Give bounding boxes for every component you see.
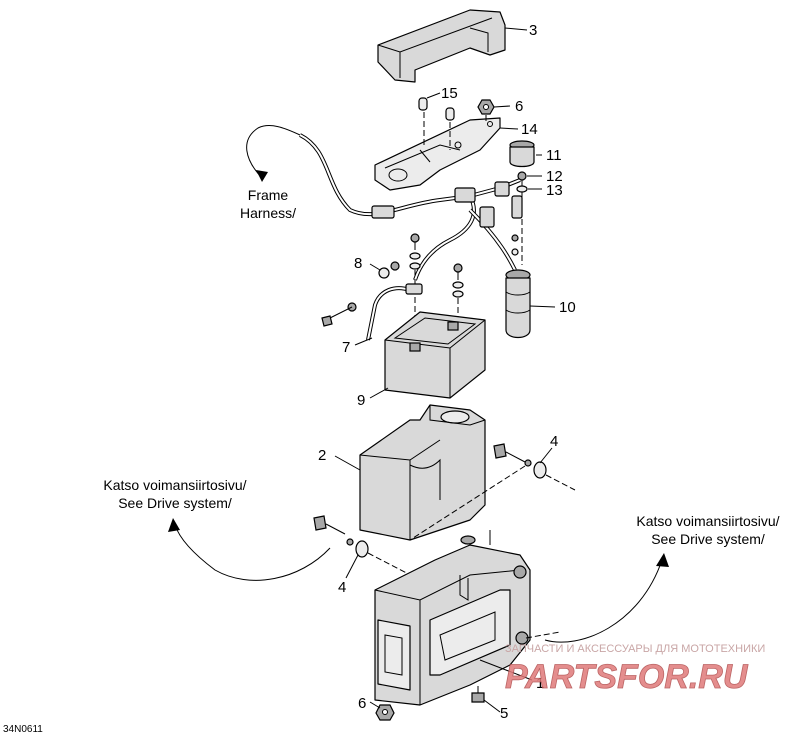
callout-15: 15 <box>441 85 458 102</box>
notes: Frame Harness/ Katso voimansiirtosivu/ S… <box>103 187 779 547</box>
wiring-harness <box>299 133 523 281</box>
callout-5: 5 <box>500 705 508 722</box>
nut-top <box>477 99 495 115</box>
battery <box>384 311 486 399</box>
terminal-bolts <box>409 233 464 330</box>
bolt-washer-right <box>409 443 576 541</box>
callout-14: 14 <box>521 121 538 138</box>
note-drive-left-2: See Drive system/ <box>118 495 232 511</box>
callout-6-top: 6 <box>515 98 523 115</box>
bracket-plate <box>374 117 501 191</box>
reference-code: 34N0611 <box>3 724 43 735</box>
nut-bottom <box>375 704 395 721</box>
note-drive-right-1: Katso voimansiirtosivu/ <box>636 513 779 529</box>
note-frame-harness-1: Frame <box>248 187 289 203</box>
callout-10: 10 <box>559 299 576 316</box>
callout-3: 3 <box>529 22 537 39</box>
callout-2: 2 <box>318 447 326 464</box>
watermark: ЗАПЧАСТИ И АКСЕССУАРЫ ДЛЯ МОТОТЕХНИКИ PA… <box>505 643 766 696</box>
rubber-pins <box>418 97 455 121</box>
cylinder-component <box>505 269 531 339</box>
callout-4-left: 4 <box>338 579 346 596</box>
callout-4-right: 4 <box>550 433 558 450</box>
battery-cover <box>377 9 506 83</box>
nut-washer-8 <box>378 261 400 279</box>
callout-13: 13 <box>546 182 563 199</box>
callout-8: 8 <box>354 255 362 272</box>
callout-labels: 3 15 6 14 11 12 13 10 8 7 9 2 4 4 1 5 6 <box>318 22 576 722</box>
washer-13 <box>516 185 528 193</box>
note-drive-left-1: Katso voimansiirtosivu/ <box>103 477 246 493</box>
watermark-tagline: ЗАПЧАСТИ И АКСЕССУАРЫ ДЛЯ МОТОТЕХНИКИ <box>505 643 765 655</box>
callout-9: 9 <box>357 392 365 409</box>
bolt-bottom <box>471 686 485 703</box>
callout-1: 1 <box>536 675 544 692</box>
note-drive-right-2: See Drive system/ <box>651 531 765 547</box>
battery-box <box>359 404 486 541</box>
callout-7: 7 <box>342 339 350 356</box>
battery-cable <box>321 283 423 341</box>
screw-12 <box>517 171 527 186</box>
bolt-washer-left <box>313 515 421 581</box>
callout-6-bottom: 6 <box>358 695 366 712</box>
battery-tray <box>374 530 531 706</box>
cap <box>509 140 535 168</box>
note-frame-harness-2: Harness/ <box>240 205 296 221</box>
watermark-brand: PARTSFOR.RU <box>505 658 749 696</box>
callout-12: 12 <box>546 168 563 185</box>
callout-11: 11 <box>546 147 562 164</box>
